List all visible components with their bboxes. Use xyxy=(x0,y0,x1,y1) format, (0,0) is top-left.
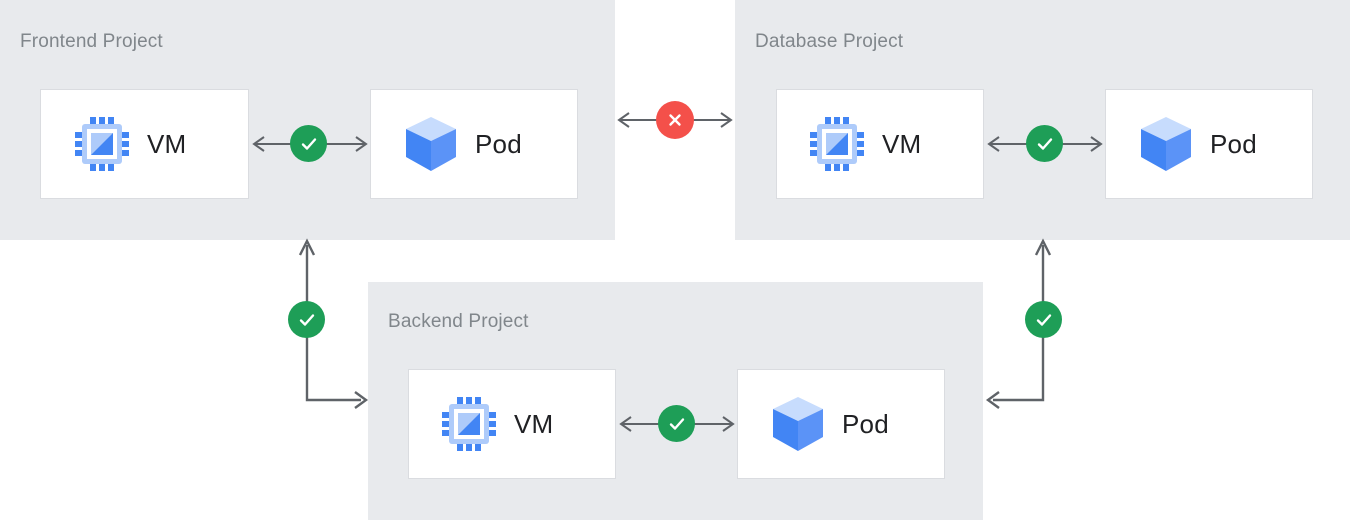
card-backend-pod[interactable]: Pod xyxy=(737,369,945,479)
panel-backend-title: Backend Project xyxy=(388,311,529,332)
check-icon xyxy=(301,137,316,150)
card-database-vm[interactable]: VM xyxy=(776,89,984,199)
card-backend-vm-label: VM xyxy=(514,408,554,439)
card-frontend-vm-label: VM xyxy=(147,128,187,159)
status-badge-frontend-to-database[interactable] xyxy=(656,101,694,139)
link-backend-to-frontend xyxy=(290,235,375,410)
card-backend-vm[interactable]: VM xyxy=(408,369,616,479)
check-icon xyxy=(669,417,684,430)
link-backend-to-database xyxy=(980,235,1065,410)
status-badge-backend-to-frontend[interactable] xyxy=(288,301,325,338)
vm-chip-icon xyxy=(75,117,129,171)
panel-frontend-title: Frontend Project xyxy=(20,31,163,52)
card-frontend-pod[interactable]: Pod xyxy=(370,89,578,199)
pod-cube-icon xyxy=(770,395,826,453)
card-backend-pod-label: Pod xyxy=(842,408,889,439)
card-database-vm-label: VM xyxy=(882,128,922,159)
vm-chip-icon xyxy=(810,117,864,171)
card-database-pod[interactable]: Pod xyxy=(1105,89,1313,199)
panel-database-title: Database Project xyxy=(755,31,904,52)
card-frontend-pod-label: Pod xyxy=(475,128,522,159)
status-badge-frontend-internal[interactable] xyxy=(290,125,327,162)
card-database-pod-label: Pod xyxy=(1210,128,1257,159)
check-icon xyxy=(299,313,314,326)
status-badge-database-internal[interactable] xyxy=(1026,125,1063,162)
status-badge-backend-internal[interactable] xyxy=(658,405,695,442)
pod-cube-icon xyxy=(403,115,459,173)
status-badge-backend-to-database[interactable] xyxy=(1025,301,1062,338)
check-icon xyxy=(1037,137,1052,150)
pod-cube-icon xyxy=(1138,115,1194,173)
check-icon xyxy=(1036,313,1051,326)
vm-chip-icon xyxy=(442,397,496,451)
close-icon xyxy=(669,114,681,126)
card-frontend-vm[interactable]: VM xyxy=(40,89,249,199)
